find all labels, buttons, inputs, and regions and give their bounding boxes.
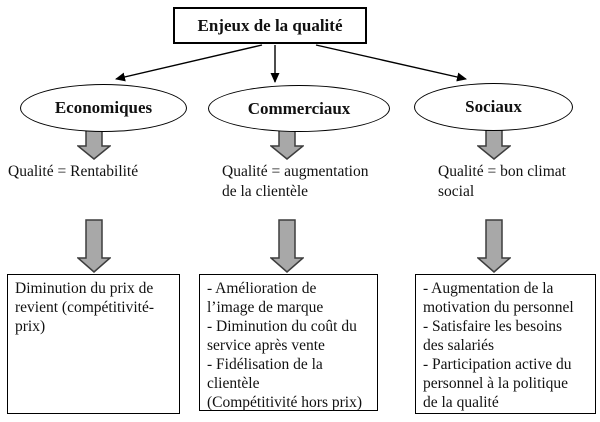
node-commerciaux-label: Commerciaux xyxy=(247,98,351,118)
node-commerciaux: Commerciaux xyxy=(208,85,390,132)
node-economiques-label: Economiques xyxy=(54,98,153,117)
down-block-arrow-icon xyxy=(270,219,304,273)
equation-sociaux: Qualité = bon climat social xyxy=(438,163,566,200)
outcome-box-sociaux: - Augmentation de la motivation du perso… xyxy=(415,274,596,414)
down-block-arrow-icon xyxy=(270,129,304,160)
equation-economiques: Qualité = Rentabilité xyxy=(8,163,139,180)
down-block-arrow-icon xyxy=(77,129,111,160)
node-economiques: Economiques xyxy=(20,84,187,132)
node-sociaux: Sociaux xyxy=(414,83,573,131)
down-block-arrow-icon xyxy=(77,219,111,273)
down-block-arrow-icon xyxy=(477,129,511,160)
equation-commerciaux: Qualité = augmentation de la clientèle xyxy=(222,163,369,200)
node-sociaux-label: Sociaux xyxy=(465,97,522,116)
arrow-to-sociaux xyxy=(315,44,467,82)
root-node-box: Enjeux de la qualité xyxy=(173,7,367,44)
outcome-box-economiques: Diminution du prix de revient (compétiti… xyxy=(7,274,180,414)
diagram-title: Enjeux de la qualité xyxy=(197,15,343,35)
outcome-box-commerciaux: - Amélioration de l’image de marque - Di… xyxy=(199,274,378,411)
down-block-arrow-icon xyxy=(477,219,511,273)
arrow-to-economiques xyxy=(115,44,263,82)
